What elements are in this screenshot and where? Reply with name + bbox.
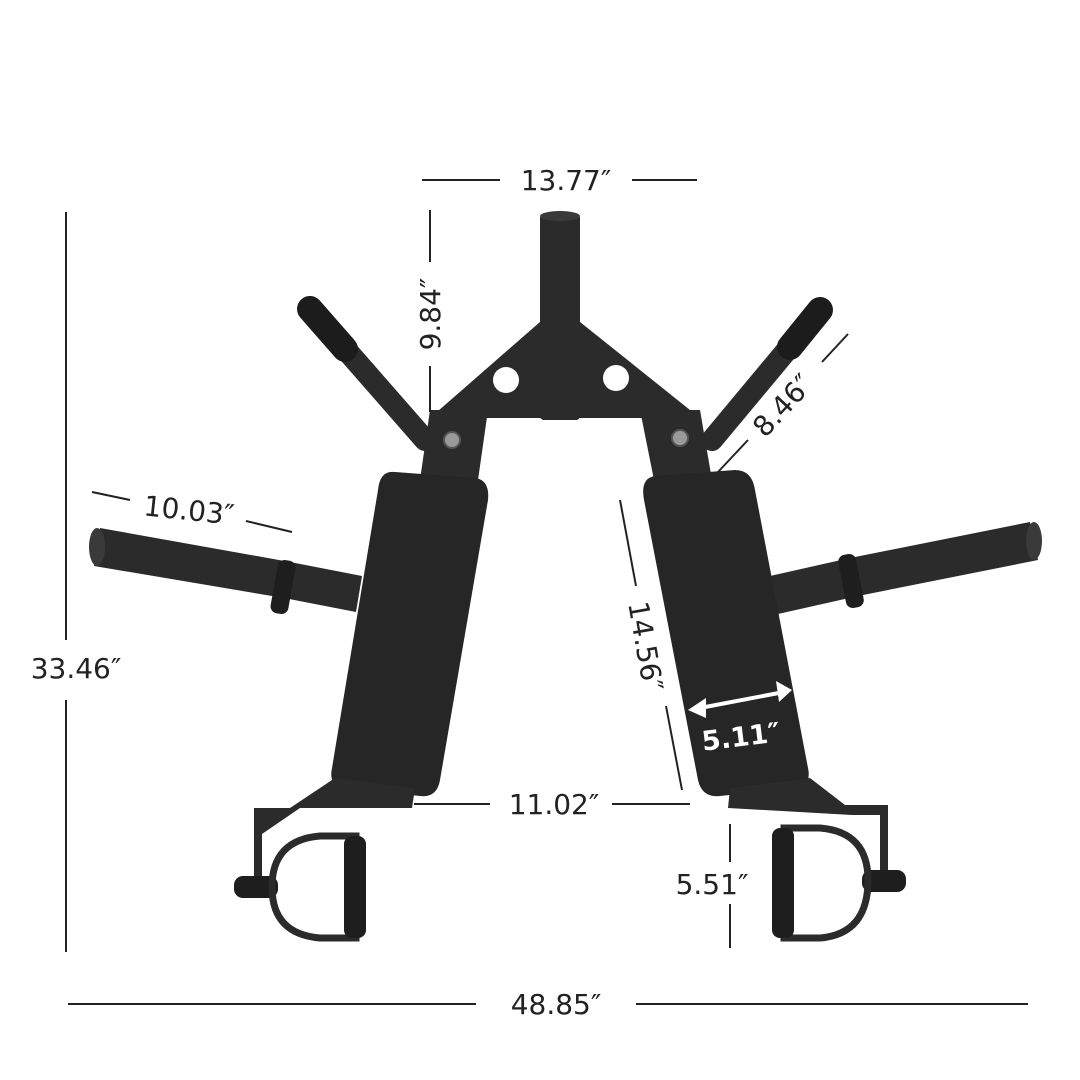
right-stirrup (772, 824, 906, 942)
gusset-hole-left (493, 367, 519, 393)
dimension-stirrup-height-label: 5.51″ (676, 868, 749, 901)
attachment-frame (89, 211, 1042, 942)
right-pad (643, 470, 809, 797)
left-stirrup (234, 832, 366, 942)
dimension-pad-gap-label: 11.02″ (509, 788, 600, 821)
dimension-total-width: 48.85″ (68, 988, 1028, 1021)
dimension-post-height-label: 9.84″ (414, 278, 447, 351)
dimension-bar-length-label: 10.03″ (142, 489, 236, 531)
left-pad (331, 471, 489, 797)
dimension-pad-length-label: 14.56″ (621, 599, 669, 694)
right-bar (770, 522, 1042, 614)
dimension-bar-length: 10.03″ (91, 489, 293, 533)
center-post-top (540, 211, 580, 221)
right-handle (701, 297, 833, 451)
dimension-top-width: 13.77″ (422, 164, 697, 197)
dimension-top-width-label: 13.77″ (521, 164, 612, 197)
left-lower-bracket (254, 778, 415, 876)
dimension-post-height: 9.84″ (414, 210, 447, 412)
left-arm-bolt (443, 431, 461, 449)
dimension-total-height: 33.46″ (31, 212, 122, 952)
dimension-total-width-label: 48.85″ (511, 988, 602, 1021)
right-lower-bracket (728, 778, 888, 876)
dimension-pad-gap: 11.02″ (414, 788, 690, 821)
dimension-stirrup-height: 5.51″ (676, 824, 749, 948)
gusset-hole-right (603, 365, 629, 391)
left-bar (89, 528, 362, 615)
left-handle (297, 296, 436, 451)
dimension-total-height-label: 33.46″ (31, 652, 122, 685)
right-arm-bolt (671, 429, 689, 447)
gusset-plate (430, 322, 700, 418)
